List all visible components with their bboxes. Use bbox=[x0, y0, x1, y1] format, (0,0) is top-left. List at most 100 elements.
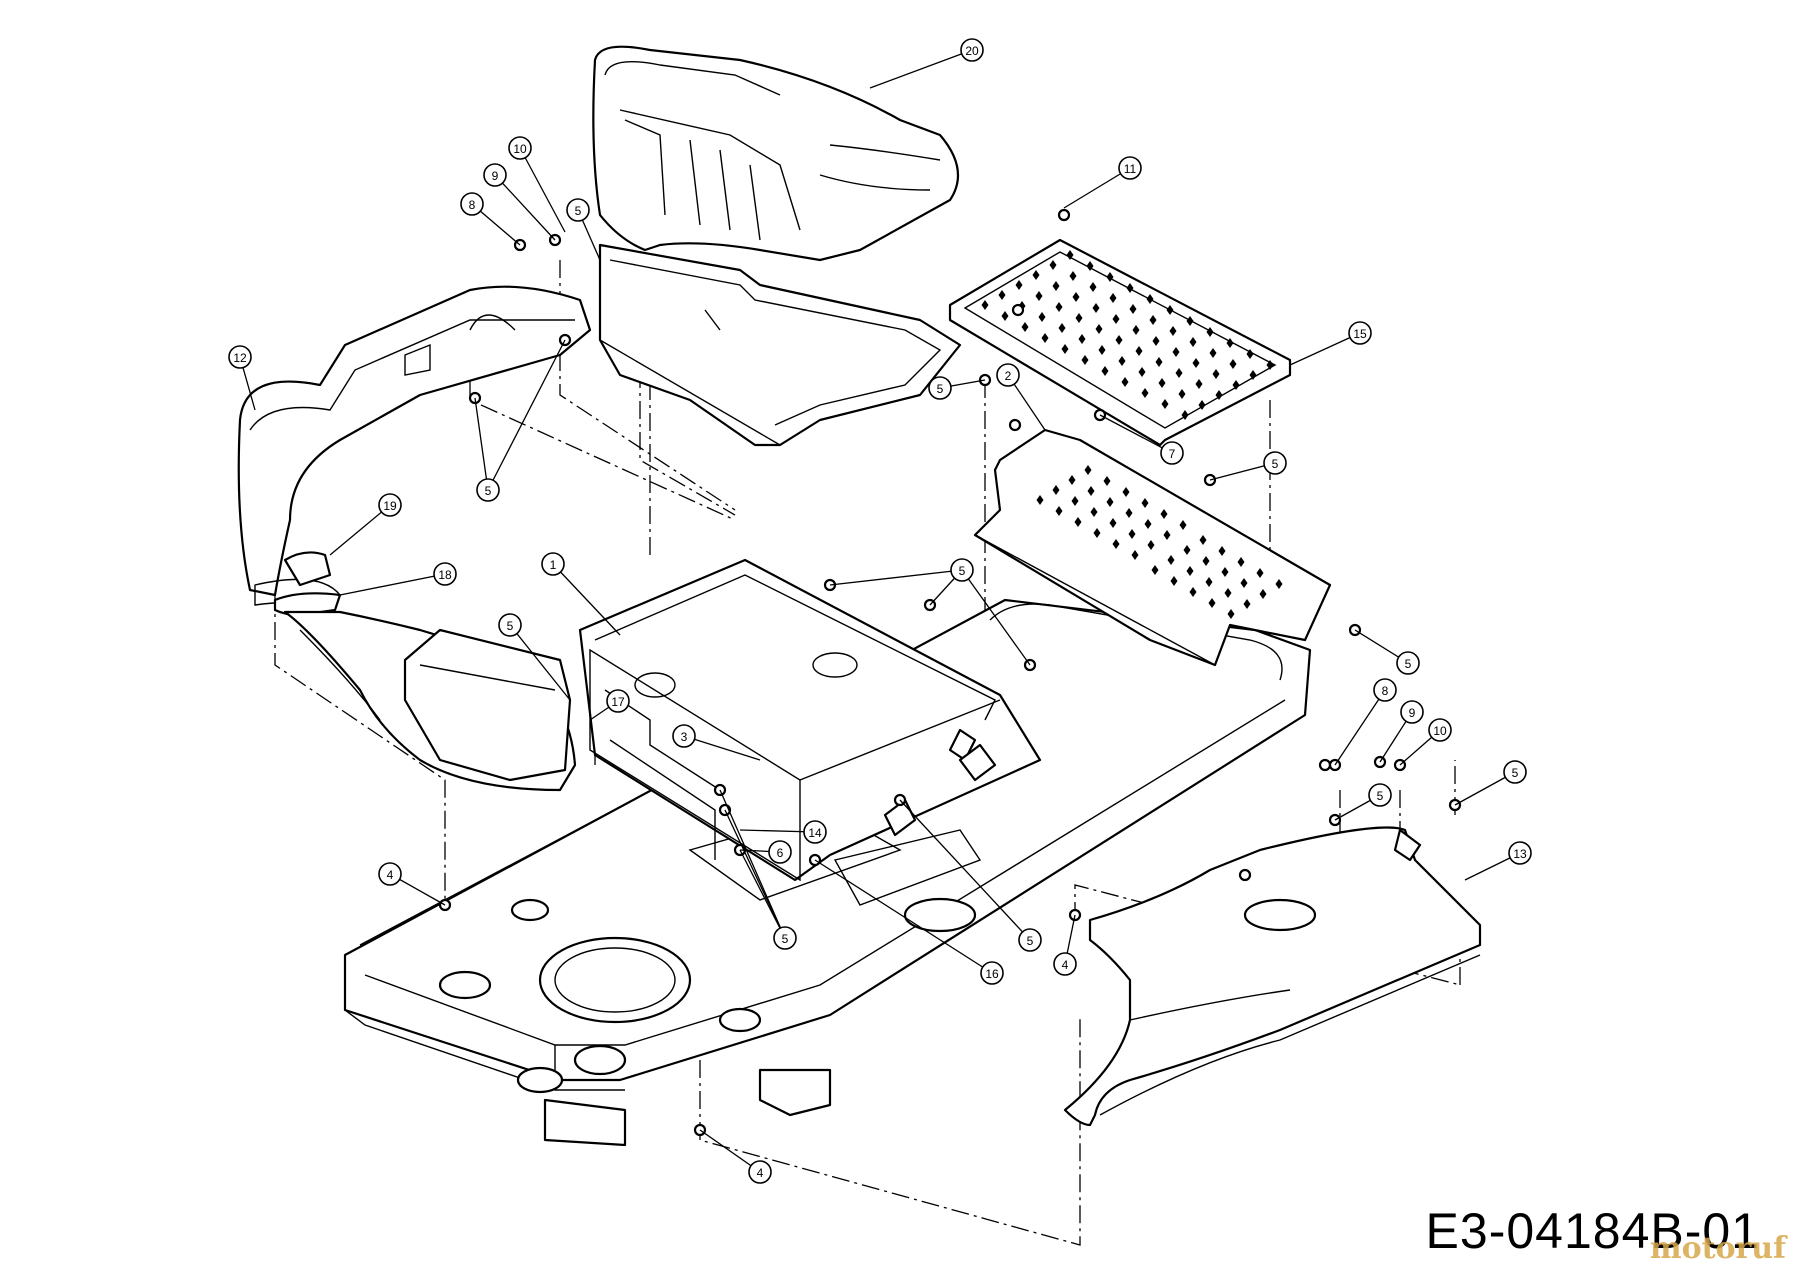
callout-number: 3 bbox=[681, 730, 688, 744]
tread-diamond bbox=[1226, 338, 1234, 348]
callout-circle bbox=[1396, 651, 1420, 675]
callout-circle bbox=[606, 689, 630, 713]
callout-circle bbox=[1348, 321, 1372, 345]
tread-diamond bbox=[1115, 335, 1123, 345]
callout-circle bbox=[768, 840, 792, 864]
tread-diamond bbox=[1086, 261, 1094, 271]
callout-11: 11 bbox=[1063, 156, 1142, 209]
callout-circle bbox=[748, 1160, 772, 1184]
tread-diamond bbox=[1237, 557, 1245, 567]
tread-diamond bbox=[1205, 577, 1213, 587]
callout-number: 5 bbox=[782, 932, 789, 946]
callout-4: 4 bbox=[1053, 914, 1077, 976]
callout-number: 9 bbox=[1409, 706, 1416, 720]
leader-line bbox=[869, 49, 973, 89]
tread-diamond bbox=[1229, 359, 1237, 369]
tread-diamond bbox=[1095, 324, 1103, 334]
callout-9: 9 bbox=[483, 163, 556, 241]
tread-diamond bbox=[1172, 347, 1180, 357]
tread-diamond bbox=[1179, 520, 1187, 530]
callout-number: 8 bbox=[1382, 684, 1389, 698]
tread-diamond bbox=[1098, 345, 1106, 355]
tread-diamond bbox=[1122, 487, 1130, 497]
leader-line bbox=[739, 849, 786, 939]
tread-diamond bbox=[998, 290, 1006, 300]
tread-diamond bbox=[1151, 565, 1159, 575]
callout-number: 18 bbox=[438, 568, 452, 582]
tread-diamond bbox=[1141, 498, 1149, 508]
callout-circle bbox=[541, 552, 565, 576]
fender-body bbox=[237, 285, 592, 792]
tread-diamond bbox=[1178, 389, 1186, 399]
tread-diamond bbox=[1061, 344, 1069, 354]
callout-number: 19 bbox=[383, 499, 397, 513]
callout-5: 5 bbox=[899, 799, 1042, 952]
callout-number: 7 bbox=[1169, 447, 1176, 461]
callout-circle bbox=[1508, 841, 1532, 865]
tread-diamond bbox=[1224, 588, 1232, 598]
callout-number: 5 bbox=[1512, 766, 1519, 780]
tread-diamond bbox=[1189, 337, 1197, 347]
leader-line bbox=[519, 147, 566, 233]
tread-diamond bbox=[1072, 292, 1080, 302]
callout-3: 3 bbox=[672, 724, 761, 761]
tread-diamond bbox=[981, 300, 989, 310]
callout-5: 5 bbox=[1334, 783, 1392, 821]
tread-diamond bbox=[1146, 294, 1154, 304]
leader-line bbox=[899, 799, 1031, 941]
callout-20: 20 bbox=[869, 38, 984, 89]
tread-diamond bbox=[1275, 579, 1283, 589]
tread-diamond bbox=[1218, 546, 1226, 556]
tread-diamond bbox=[1212, 369, 1220, 379]
callout-circle bbox=[996, 363, 1020, 387]
callout-number: 10 bbox=[513, 142, 527, 156]
tread-diamond bbox=[1215, 390, 1223, 400]
callout-number: 10 bbox=[1433, 724, 1447, 738]
tread-diamond bbox=[1138, 367, 1146, 377]
foot-plate-2 bbox=[973, 428, 1332, 667]
tread-diamond bbox=[1090, 507, 1098, 517]
callout-number: 5 bbox=[1405, 657, 1412, 671]
callout-5: 5 bbox=[566, 198, 601, 261]
tread-diamond bbox=[1049, 260, 1057, 270]
callout-circle bbox=[1503, 760, 1527, 784]
tread-diamond bbox=[1209, 348, 1217, 358]
tread-diamond bbox=[1121, 377, 1129, 387]
callout-circle bbox=[498, 613, 522, 637]
tread-diamond bbox=[1055, 506, 1063, 516]
callout-10: 10 bbox=[508, 136, 566, 233]
tread-diamond bbox=[1183, 545, 1191, 555]
tread-diamond bbox=[1163, 530, 1171, 540]
tread-diamond bbox=[1240, 578, 1248, 588]
callout-number: 4 bbox=[1062, 958, 1069, 972]
callout-8: 8 bbox=[1334, 678, 1397, 766]
tread-diamond bbox=[1186, 316, 1194, 326]
callout-4: 4 bbox=[378, 862, 446, 906]
callout-10: 10 bbox=[1399, 718, 1452, 766]
callout-circle bbox=[508, 136, 532, 160]
callout-circle bbox=[672, 724, 696, 748]
callout-number: 12 bbox=[233, 351, 247, 365]
callout-circle bbox=[460, 192, 484, 216]
callout-number: 5 bbox=[1377, 789, 1384, 803]
tread-diamond bbox=[1195, 379, 1203, 389]
tread-diamond bbox=[1109, 293, 1117, 303]
tread-diamond bbox=[1198, 400, 1206, 410]
tread-diamond bbox=[1058, 323, 1066, 333]
callout-circle bbox=[1368, 783, 1392, 807]
callout-number: 5 bbox=[485, 484, 492, 498]
leader-line bbox=[739, 829, 816, 833]
tread-diamond bbox=[1103, 476, 1111, 486]
tread-pattern-2 bbox=[1036, 465, 1283, 619]
tread-diamond bbox=[1093, 528, 1101, 538]
callout-circle bbox=[1160, 441, 1184, 465]
tread-diamond bbox=[1208, 598, 1216, 608]
leader-line bbox=[1334, 689, 1386, 766]
tread-diamond bbox=[1227, 609, 1235, 619]
callout-number: 14 bbox=[808, 826, 822, 840]
tread-diamond bbox=[1232, 380, 1240, 390]
leader-line bbox=[683, 735, 761, 761]
callout-number: 8 bbox=[469, 198, 476, 212]
